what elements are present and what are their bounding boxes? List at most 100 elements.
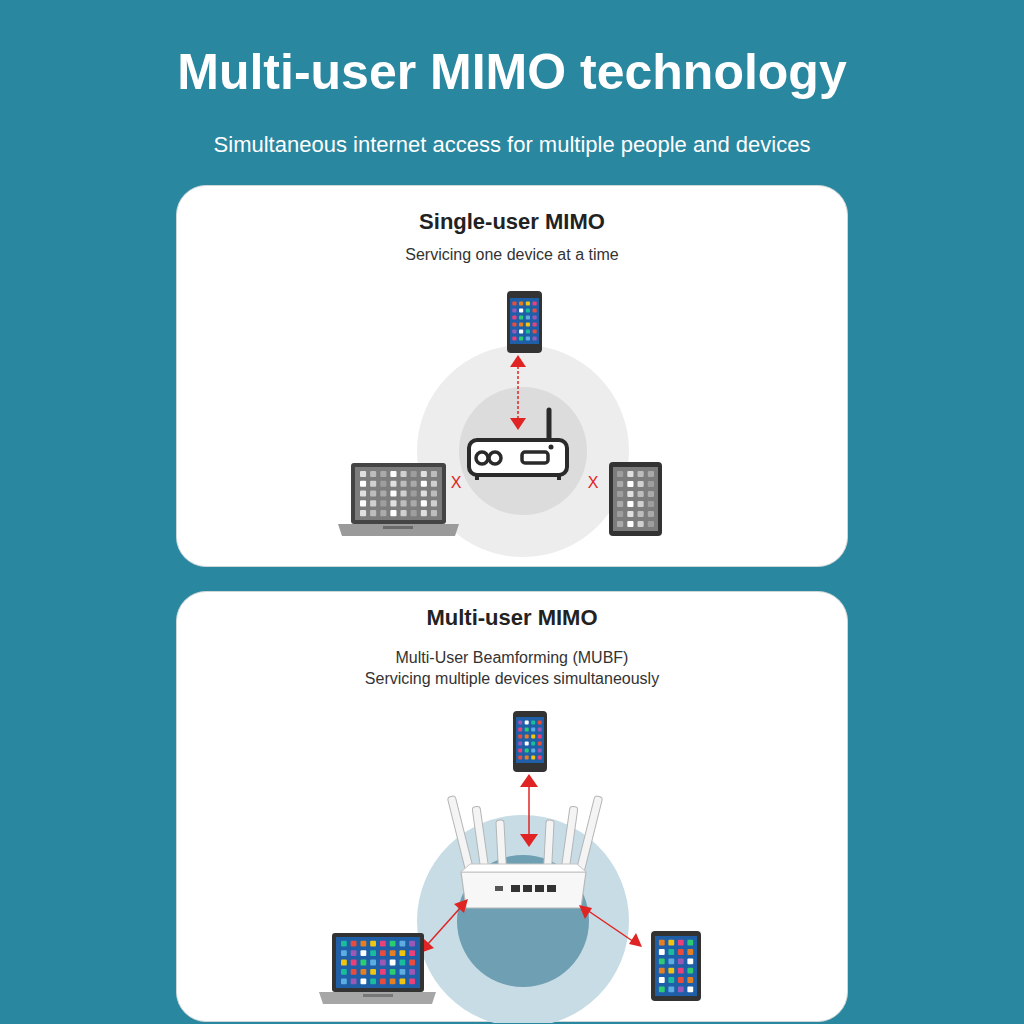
panel-description: Multi-User Beamforming (MUBF) xyxy=(177,647,847,668)
app-icon xyxy=(525,749,529,753)
app-icon xyxy=(380,950,386,956)
app-icon xyxy=(401,491,407,497)
app-icon xyxy=(361,960,367,966)
app-icon xyxy=(341,941,347,947)
app-icon xyxy=(370,500,376,506)
app-icon xyxy=(627,501,633,507)
app-icon xyxy=(627,521,633,527)
app-icon xyxy=(617,481,623,487)
app-icon xyxy=(390,950,396,956)
app-icon xyxy=(518,749,522,753)
app-icon xyxy=(370,960,376,966)
phone-icon xyxy=(513,711,547,772)
app-icon xyxy=(512,315,516,319)
app-icon xyxy=(627,491,633,497)
app-icon xyxy=(512,301,516,305)
app-icon xyxy=(678,968,684,974)
app-icon xyxy=(687,949,693,955)
app-icon xyxy=(380,969,386,975)
app-icon xyxy=(533,315,537,319)
app-icon xyxy=(526,308,530,312)
panel-heading: Multi-user MIMO xyxy=(177,604,847,632)
app-icon xyxy=(351,950,357,956)
app-icon xyxy=(525,742,529,746)
app-icon xyxy=(431,500,437,506)
page-title: Multi-user MIMO technology xyxy=(0,42,1024,102)
app-icon xyxy=(531,756,535,760)
app-icon xyxy=(512,329,516,333)
app-icon xyxy=(678,977,684,983)
app-icon xyxy=(361,978,367,984)
app-icon xyxy=(617,491,623,497)
info-panel: Multi-user MIMO Multi-User Beamforming (M… xyxy=(176,591,848,1022)
app-icon xyxy=(370,950,376,956)
app-icon xyxy=(538,742,542,746)
app-icon xyxy=(617,471,623,477)
app-icon xyxy=(512,336,516,340)
app-icon xyxy=(421,500,427,506)
app-icon xyxy=(400,969,406,975)
app-icon xyxy=(380,510,386,516)
app-icon xyxy=(687,986,693,992)
app-icon xyxy=(659,977,665,983)
app-icon xyxy=(638,471,644,477)
app-icon xyxy=(360,510,366,516)
app-icon xyxy=(659,958,665,964)
app-icon xyxy=(400,960,406,966)
app-icon xyxy=(512,322,516,326)
app-icon xyxy=(360,471,366,477)
panel-heading: Single-user MIMO xyxy=(177,208,847,236)
coverage-inner xyxy=(459,387,587,515)
app-icon xyxy=(525,735,529,739)
app-icon xyxy=(526,301,530,305)
app-icon xyxy=(648,521,654,527)
laptop-icon xyxy=(319,933,436,1004)
app-icon xyxy=(668,940,674,946)
blocked-mark: X xyxy=(446,474,466,492)
app-icon xyxy=(411,481,417,487)
app-icon xyxy=(431,481,437,487)
app-icon xyxy=(525,721,529,725)
app-icon xyxy=(411,491,417,497)
app-icon xyxy=(678,949,684,955)
app-icon xyxy=(617,521,623,527)
app-icon xyxy=(687,968,693,974)
app-icon xyxy=(519,336,523,340)
app-icon xyxy=(390,510,396,516)
app-icon xyxy=(400,941,406,947)
app-icon xyxy=(341,978,347,984)
single-user-illustration xyxy=(177,186,849,568)
app-icon xyxy=(390,969,396,975)
app-icon xyxy=(638,501,644,507)
app-icon xyxy=(538,749,542,753)
app-icon xyxy=(421,481,427,487)
app-icon xyxy=(648,511,654,517)
app-icon xyxy=(638,481,644,487)
coverage-inner xyxy=(457,855,589,987)
app-icon xyxy=(627,511,633,517)
app-icon xyxy=(370,481,376,487)
app-icon xyxy=(638,511,644,517)
app-icon xyxy=(409,960,415,966)
app-icon xyxy=(400,978,406,984)
app-icon xyxy=(401,481,407,487)
app-icon xyxy=(659,949,665,955)
tablet-icon xyxy=(609,462,662,536)
app-icon xyxy=(668,949,674,955)
app-icon xyxy=(390,500,396,506)
laptop-icon xyxy=(338,463,459,536)
app-icon xyxy=(617,501,623,507)
app-icon xyxy=(638,521,644,527)
app-icon xyxy=(341,950,347,956)
app-icon xyxy=(380,960,386,966)
app-icon xyxy=(659,986,665,992)
app-icon xyxy=(648,481,654,487)
app-icon xyxy=(668,977,674,983)
router-icon xyxy=(469,410,567,480)
app-icon xyxy=(519,308,523,312)
app-icon xyxy=(533,336,537,340)
app-icon xyxy=(351,978,357,984)
app-icon xyxy=(526,336,530,340)
app-icon xyxy=(361,950,367,956)
app-icon xyxy=(360,500,366,506)
